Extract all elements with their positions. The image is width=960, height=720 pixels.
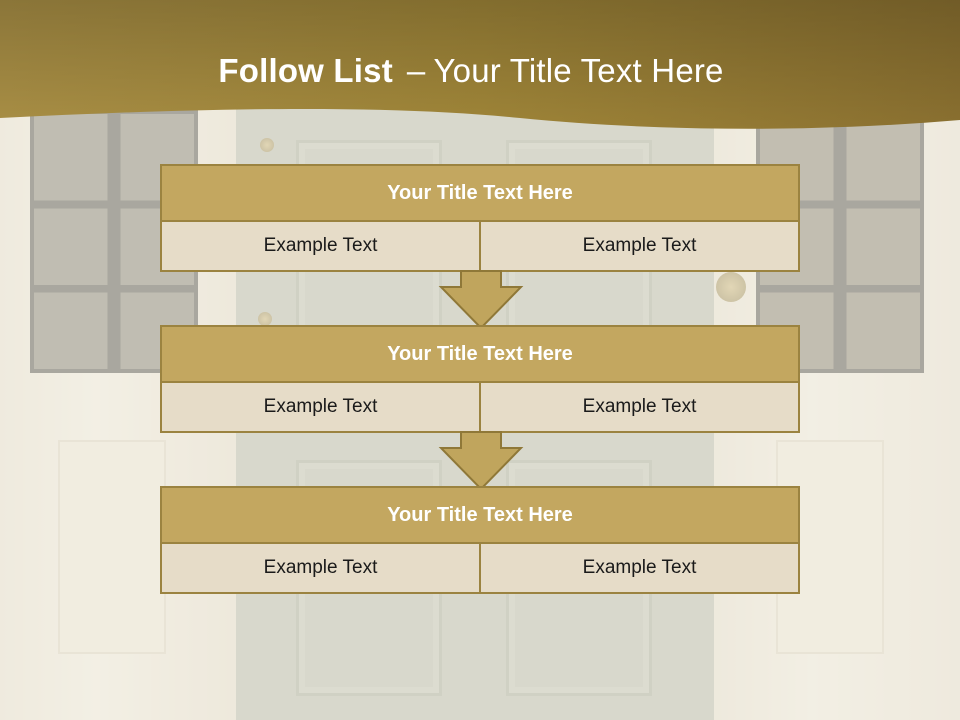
step-cell-left: Example Text (162, 222, 479, 270)
step-cell-left: Example Text (162, 383, 479, 431)
step-cell-right: Example Text (479, 222, 798, 270)
header-band: Follow List–Your Title Text Here (0, 0, 960, 140)
down-arrow-icon (438, 431, 524, 491)
step-cell-right: Example Text (479, 544, 798, 592)
step-cell-left: Example Text (162, 544, 479, 592)
step-row: Example Text Example Text (162, 383, 798, 431)
step-box-1: Your Title Text Here Example Text Exampl… (160, 164, 800, 272)
step-title: Your Title Text Here (162, 166, 798, 222)
step-box-2: Your Title Text Here Example Text Exampl… (160, 325, 800, 433)
step-title: Your Title Text Here (162, 488, 798, 544)
slide-title: Follow List–Your Title Text Here (0, 52, 942, 90)
title-separator: – (406, 52, 426, 89)
step-row: Example Text Example Text (162, 222, 798, 270)
step-box-3: Your Title Text Here Example Text Exampl… (160, 486, 800, 594)
header-wave-shape (0, 0, 960, 129)
title-rest: Your Title Text Here (433, 52, 724, 89)
title-bold: Follow List (218, 52, 393, 89)
step-title: Your Title Text Here (162, 327, 798, 383)
down-arrow-icon (438, 270, 524, 330)
step-cell-right: Example Text (479, 383, 798, 431)
step-row: Example Text Example Text (162, 544, 798, 592)
